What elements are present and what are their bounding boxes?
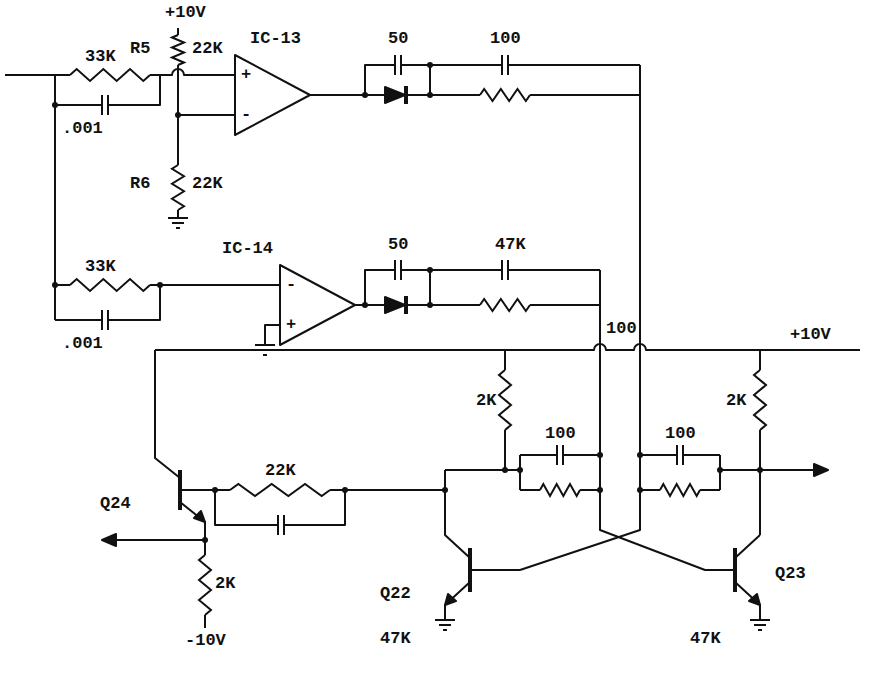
junction-dot [202, 537, 208, 543]
part-label: 47K [495, 236, 526, 254]
part-label: 100 [545, 425, 576, 443]
resistor-symbol [660, 484, 700, 496]
resistor-symbol [754, 370, 766, 430]
capacitor-symbol [102, 95, 108, 330]
junction-dot [427, 62, 433, 68]
part-label: 22K [192, 175, 223, 193]
part-label: 2K [726, 392, 746, 410]
ground-symbol [750, 620, 770, 630]
part-label: 33K [85, 258, 116, 276]
part-label: 33K [85, 48, 116, 66]
part-label: 50 [388, 236, 408, 254]
part-label: 50 [388, 30, 408, 48]
junction-dot [175, 112, 181, 118]
part-label: 2K [215, 575, 235, 593]
junction-dot [342, 487, 348, 493]
opamp-symbol [235, 55, 355, 345]
wire [115, 350, 760, 628]
junction-dot [362, 302, 368, 308]
part-label: .001 [62, 335, 103, 353]
junction-dot [757, 467, 763, 473]
resistor-symbol [172, 165, 184, 210]
resistor-symbol [540, 484, 580, 496]
junction-dot [427, 92, 433, 98]
part-label: R6 [130, 175, 150, 193]
junction-dot [362, 92, 368, 98]
ground-symbol [255, 345, 275, 355]
wire [520, 455, 815, 570]
part-label: 100 [665, 425, 696, 443]
part-label: .001 [62, 120, 103, 138]
junction-dot [157, 282, 163, 288]
part-label: 100 [606, 320, 637, 338]
resistor-symbol [499, 370, 511, 430]
part-label: IC-13 [250, 30, 301, 48]
diode-bar [404, 86, 408, 314]
junction-dot [442, 487, 448, 493]
part-label: 22K [265, 462, 296, 480]
resistor-symbol [172, 35, 184, 65]
part-label: Q24 [100, 495, 131, 513]
diode-symbol [385, 87, 405, 313]
polarity-mark: + [241, 66, 251, 84]
junction-dot [212, 487, 218, 493]
polarity-mark: - [286, 276, 296, 294]
ground-symbol [435, 620, 455, 630]
junction-dot [717, 467, 723, 473]
junction-dot [502, 467, 508, 473]
polarity-mark: + [286, 316, 296, 334]
wire [5, 69, 280, 320]
junction-dot [52, 282, 58, 288]
capacitor-symbol [395, 55, 508, 280]
resistor-symbol [70, 279, 150, 291]
polarity-mark: - [241, 106, 251, 124]
part-label: Q22 [380, 585, 411, 603]
resistor-symbol [480, 89, 530, 101]
resistor-symbol [230, 484, 330, 496]
part-label: +10V [790, 326, 831, 344]
junction-dot [427, 302, 433, 308]
junction-dot [637, 452, 643, 458]
part-label: -10V [185, 632, 226, 650]
arrow-head [102, 464, 828, 605]
junction-dot [52, 102, 58, 108]
part-label: +10V [165, 4, 206, 22]
part-label: IC-14 [222, 240, 273, 258]
junction-dot [427, 267, 433, 273]
part-label: 100 [490, 30, 521, 48]
resistor-symbol [70, 69, 150, 81]
resistor-symbol [480, 299, 530, 311]
resistor-symbol [199, 555, 211, 615]
part-label: Q23 [775, 565, 806, 583]
part-label: 2K [476, 392, 496, 410]
junction-dot [597, 487, 603, 493]
part-label: 22K [192, 40, 223, 58]
part-label: R5 [130, 40, 150, 58]
wire [445, 350, 760, 620]
junction-dot [597, 452, 603, 458]
part-label: 47K [690, 630, 721, 648]
junction-dot [637, 487, 643, 493]
junction-dot [517, 467, 523, 473]
ground-symbol [168, 218, 188, 228]
wire [265, 270, 600, 455]
transistor-symbol [180, 470, 735, 592]
wire [310, 65, 640, 455]
wire [178, 28, 235, 218]
part-label: 47K [380, 630, 411, 648]
